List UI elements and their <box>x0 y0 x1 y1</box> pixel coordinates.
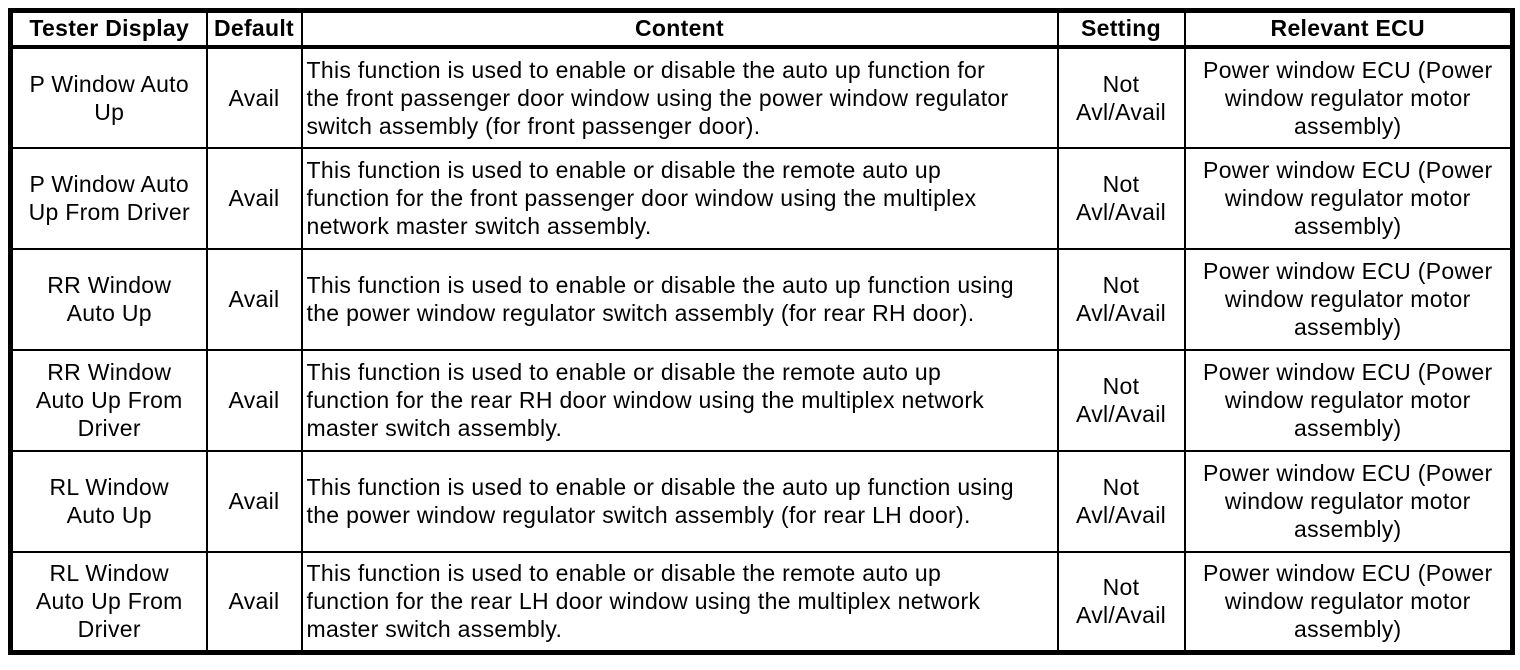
cell-setting: Not Avl/Avail <box>1056 550 1186 654</box>
cell-tester-display: P Window Auto Up From Driver <box>9 146 208 250</box>
cell-setting: Not Avl/Avail <box>1056 146 1186 250</box>
cell-relevant-ecu: Power window ECU (Power window regulator… <box>1183 247 1514 351</box>
cell-default: Avail <box>205 146 303 250</box>
cell-relevant-ecu: Power window ECU (Power window regulator… <box>1183 449 1514 553</box>
cell-tester-display: P Window Auto Up <box>9 45 208 149</box>
cell-tester-display: RL Window Auto Up From Driver <box>9 550 208 654</box>
cell-relevant-ecu: Power window ECU (Power window regulator… <box>1183 550 1514 654</box>
header-cell-relevant-ecu: Relevant ECU <box>1183 9 1514 49</box>
cell-default: Avail <box>205 550 303 654</box>
cell-content: This function is used to enable or disab… <box>300 146 1059 250</box>
cell-setting: Not Avl/Avail <box>1056 449 1186 553</box>
cell-relevant-ecu: Power window ECU (Power window regulator… <box>1183 45 1514 149</box>
table-row: RR Window Auto Up From Driver Avail This… <box>9 348 1514 452</box>
cell-default: Avail <box>205 449 303 553</box>
header-cell-default: Default <box>205 9 303 49</box>
cell-default: Avail <box>205 247 303 351</box>
cell-tester-display: RR Window Auto Up <box>9 247 208 351</box>
header-cell-tester-display: Tester Display <box>9 9 208 49</box>
table-row: P Window Auto Up From Driver Avail This … <box>9 146 1514 250</box>
cell-content: This function is used to enable or disab… <box>300 45 1059 149</box>
cell-content: This function is used to enable or disab… <box>300 348 1059 452</box>
cell-setting: Not Avl/Avail <box>1056 247 1186 351</box>
cell-setting: Not Avl/Avail <box>1056 45 1186 149</box>
header-cell-setting: Setting <box>1056 9 1186 49</box>
table-row: RL Window Auto Up From Driver Avail This… <box>9 550 1514 654</box>
cell-content: This function is used to enable or disab… <box>300 247 1059 351</box>
table-row: P Window Auto Up Avail This function is … <box>9 45 1514 149</box>
cell-relevant-ecu: Power window ECU (Power window regulator… <box>1183 146 1514 250</box>
cell-relevant-ecu: Power window ECU (Power window regulator… <box>1183 348 1514 452</box>
customization-table: Tester Display Default Content Setting R… <box>8 8 1515 655</box>
table-row: RL Window Auto Up Avail This function is… <box>9 449 1514 553</box>
header-cell-content: Content <box>300 9 1059 49</box>
cell-tester-display: RR Window Auto Up From Driver <box>9 348 208 452</box>
cell-setting: Not Avl/Avail <box>1056 348 1186 452</box>
cell-default: Avail <box>205 348 303 452</box>
cell-content: This function is used to enable or disab… <box>300 449 1059 553</box>
table-row: RR Window Auto Up Avail This function is… <box>9 247 1514 351</box>
table-header-row: Tester Display Default Content Setting R… <box>9 9 1514 49</box>
cell-tester-display: RL Window Auto Up <box>9 449 208 553</box>
cell-content: This function is used to enable or disab… <box>300 550 1059 654</box>
cell-default: Avail <box>205 45 303 149</box>
